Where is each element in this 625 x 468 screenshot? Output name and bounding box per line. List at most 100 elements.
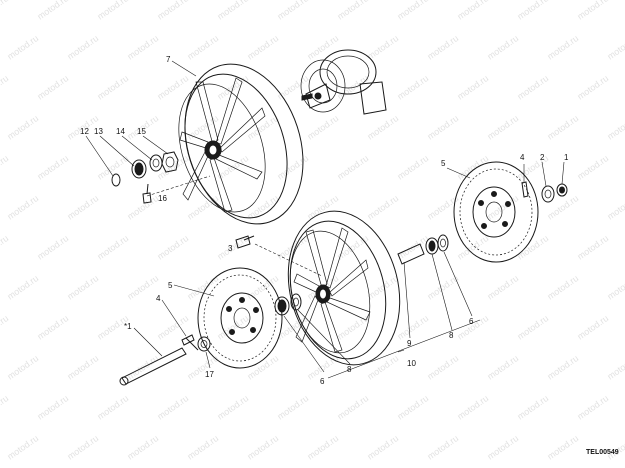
watermark-text: motod.ru <box>575 0 610 22</box>
watermark-text: motod.ru <box>545 273 580 302</box>
front-left-axle-parts <box>119 293 302 386</box>
watermark-text: motod.ru <box>155 233 190 262</box>
watermark-text: motod.ru <box>245 193 280 222</box>
callout-10: 10 <box>407 359 416 368</box>
watermark-text: motod.ru <box>575 233 610 262</box>
watermark-text: motod.ru <box>545 433 580 462</box>
rear-leader-lines <box>85 60 211 197</box>
watermark-text: motod.ru <box>0 0 10 22</box>
rear-spacer-parts <box>111 151 179 204</box>
front-wheel <box>287 210 401 366</box>
watermark-text: motod.ru <box>605 193 625 222</box>
watermark-text: motod.ru <box>35 153 70 182</box>
callout-14: 14 <box>116 127 125 136</box>
watermark-text: motod.ru <box>5 353 40 382</box>
watermark-text: motod.ru <box>545 193 580 222</box>
watermark-text: motod.ru <box>305 33 340 62</box>
watermark-text: motod.ru <box>455 153 490 182</box>
watermark-text: motod.ru <box>365 433 400 462</box>
watermark-text: motod.ru <box>5 193 40 222</box>
watermark-text: motod.ru <box>125 33 160 62</box>
watermark-text: motod.ru <box>125 433 160 462</box>
watermark-text: motod.ru <box>0 393 10 422</box>
callout-15: 15 <box>137 127 146 136</box>
watermark-text: motod.ru <box>5 273 40 302</box>
watermark-text: motod.ru <box>575 153 610 182</box>
callout-2-top: 2 <box>540 153 545 162</box>
watermark-text: motod.ru <box>425 33 460 62</box>
watermark-text: motod.ru <box>215 0 250 22</box>
callout-1-top: 1 <box>564 153 569 162</box>
watermark-text: motod.ru <box>455 73 490 102</box>
watermark-text: motod.ru <box>455 0 490 22</box>
rear-wheel <box>178 63 304 225</box>
watermark-text: motod.ru <box>5 433 40 462</box>
watermark-text: motod.ru <box>365 113 400 142</box>
watermark-text: motod.ru <box>5 33 40 62</box>
watermark-text: motod.ru <box>65 353 100 382</box>
watermark-text: motod.ru <box>395 0 430 22</box>
watermark-text: motod.ru <box>155 73 190 102</box>
watermark-text: motod.ru <box>605 433 625 462</box>
watermark-text: motod.ru <box>245 273 280 302</box>
watermark-text: motod.ru <box>485 433 520 462</box>
watermark-text: motod.ru <box>0 153 10 182</box>
front-right-brake-disc <box>453 161 539 263</box>
watermark-text: motod.ru <box>305 193 340 222</box>
watermark-text: motod.ru <box>35 233 70 262</box>
watermark-text: motod.ru <box>245 433 280 462</box>
watermark-text: motod.ru <box>275 393 310 422</box>
watermark-text: motod.ru <box>485 33 520 62</box>
watermark-text: motod.ru <box>395 153 430 182</box>
callout-17: 17 <box>205 370 214 379</box>
watermark-text: motod.ru <box>395 73 430 102</box>
watermark-text: motod.ru <box>575 313 610 342</box>
watermark-text: motod.ru <box>0 73 10 102</box>
watermark-text: motod.ru <box>395 393 430 422</box>
watermark-text: motod.ru <box>245 113 280 142</box>
watermark-text: motod.ru <box>515 0 550 22</box>
callout-16: 16 <box>158 194 167 203</box>
callout-8-right: 8 <box>449 331 454 340</box>
watermark-text: motod.ru <box>425 433 460 462</box>
watermark-text: motod.ru <box>185 433 220 462</box>
watermark-text: motod.ru <box>65 33 100 62</box>
watermark-text: motod.ru <box>485 273 520 302</box>
watermark-text: motod.ru <box>485 353 520 382</box>
watermark-text: motod.ru <box>95 393 130 422</box>
watermark-text: motod.ru <box>575 73 610 102</box>
watermark-text: motod.ru <box>425 113 460 142</box>
watermark-text: motod.ru <box>155 393 190 422</box>
watermark-text: motod.ru <box>245 353 280 382</box>
callout-13: 13 <box>94 127 103 136</box>
reference-code: TEL00549 <box>586 449 619 456</box>
watermark-text: motod.ru <box>605 273 625 302</box>
callout-8-left: 8 <box>347 365 352 374</box>
watermark-text: motod.ru <box>185 353 220 382</box>
watermark-text: motod.ru <box>395 313 430 342</box>
watermark-text: motod.ru <box>365 33 400 62</box>
watermark-text: motod.ru <box>35 0 70 22</box>
watermark-text: motod.ru <box>425 193 460 222</box>
watermark-text: motod.ru <box>515 73 550 102</box>
watermark-text: motod.ru <box>65 433 100 462</box>
watermark-text: motod.ru <box>35 73 70 102</box>
callout-1-left: *1 <box>124 322 132 331</box>
watermark-text: motod.ru <box>5 113 40 142</box>
watermark-text: motod.ru <box>305 113 340 142</box>
callout-4-top: 4 <box>520 153 525 162</box>
watermark-text: motod.ru <box>515 393 550 422</box>
watermark-text: motod.ru <box>305 433 340 462</box>
watermark-text: motod.ru <box>95 73 130 102</box>
watermark-text: motod.ru <box>455 233 490 262</box>
watermark-text: motod.ru <box>245 33 280 62</box>
watermark-text: motod.ru <box>95 0 130 22</box>
callout-9: 9 <box>407 339 412 348</box>
callout-6-right: 6 <box>469 317 474 326</box>
watermark-text: motod.ru <box>215 393 250 422</box>
watermark-text: motod.ru <box>545 33 580 62</box>
callout-7: 7 <box>166 55 171 64</box>
watermark-text: motod.ru <box>335 313 370 342</box>
watermark-text: motod.ru <box>0 313 10 342</box>
